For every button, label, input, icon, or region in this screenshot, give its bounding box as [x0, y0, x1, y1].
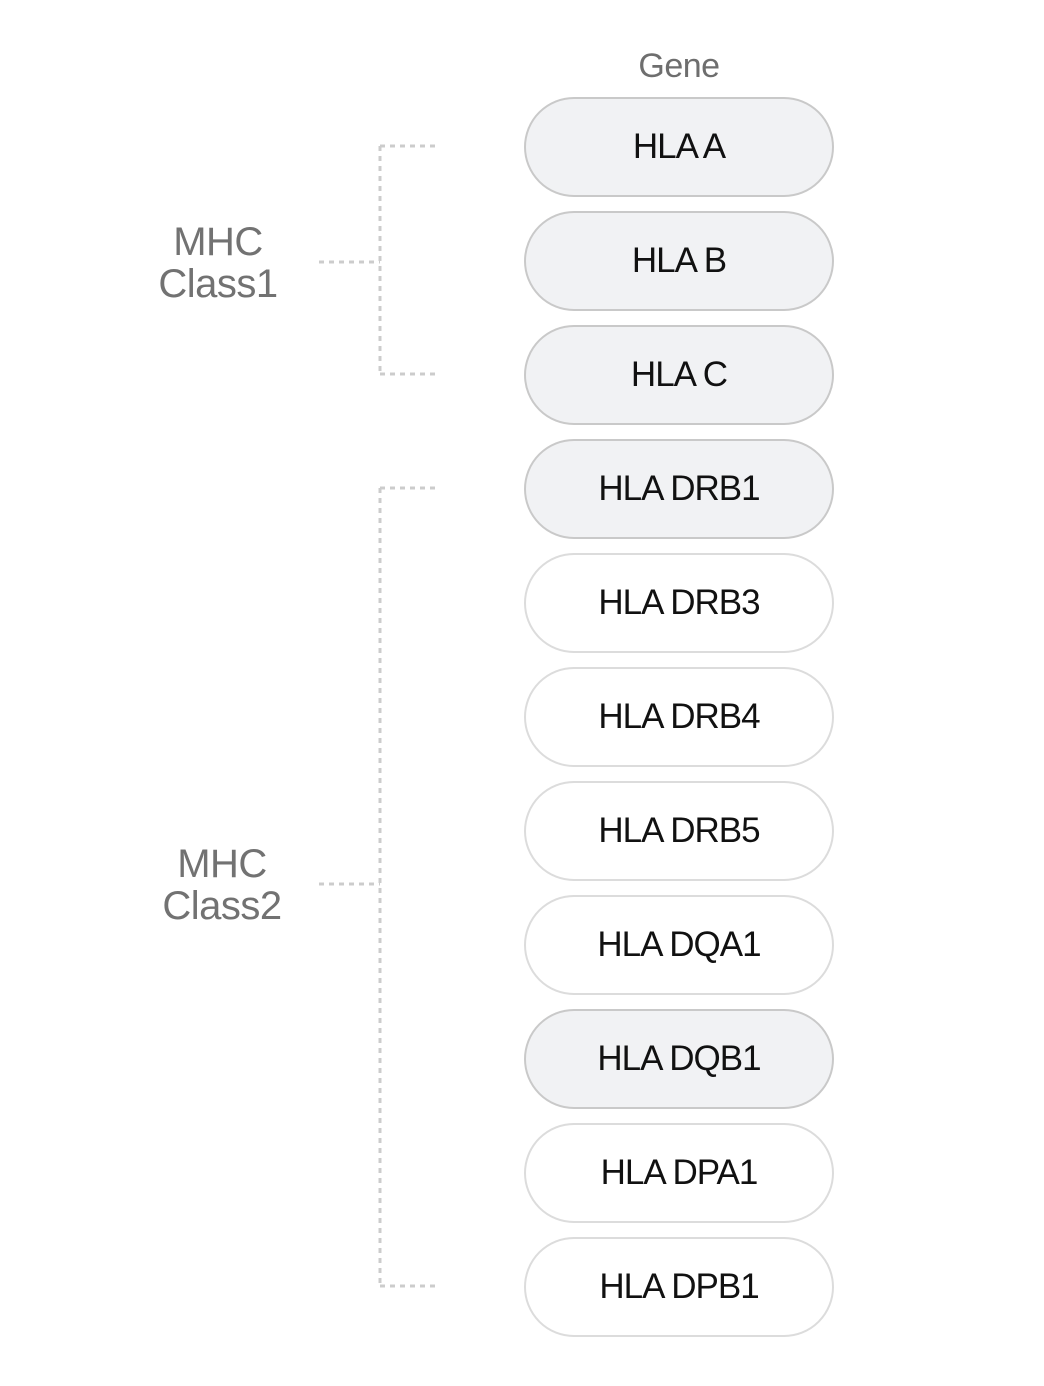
gene-pill-label: HLA DRB1: [598, 469, 760, 508]
group-label-line: MHC: [173, 220, 263, 264]
gene-pill: HLA DRB5: [524, 781, 834, 881]
gene-pill: HLA C: [524, 325, 834, 425]
gene-pill-label: HLA A: [632, 127, 726, 166]
gene-pill-label: HLA DQA1: [597, 925, 761, 964]
gene-pill: HLA DPB1: [524, 1237, 834, 1337]
gene-pill: HLA DPA1: [524, 1123, 834, 1223]
gene-pill: HLA DRB3: [524, 553, 834, 653]
gene-pill: HLA B: [524, 211, 834, 311]
gene-pill-label: HLA DRB4: [598, 697, 760, 736]
gene-pill-label: HLA DQB1: [597, 1039, 761, 1078]
group-label-line: MHC: [177, 842, 267, 886]
gene-pill-label: HLA DRB5: [598, 811, 760, 850]
gene-pill: HLA DRB1: [524, 439, 834, 539]
gene-pill: HLA DRB4: [524, 667, 834, 767]
gene-pill-label: HLA DRB3: [598, 583, 760, 622]
gene-pill: HLA DQA1: [524, 895, 834, 995]
gene-pill-label: HLA C: [630, 355, 728, 394]
gene-pill-label: HLA B: [631, 241, 727, 280]
gene-pill: HLA DQB1: [524, 1009, 834, 1109]
gene-pill-label: HLA DPA1: [600, 1153, 759, 1192]
gene-pill: HLA A: [524, 97, 834, 197]
gene-column-header: Gene: [638, 47, 720, 85]
gene-pill-label: HLA DPB1: [599, 1267, 759, 1306]
group-label-line: Class2: [162, 884, 282, 928]
group-label-line: Class1: [158, 262, 278, 306]
group-label-mhc-class1: MHC Class1: [140, 221, 296, 305]
group-label-mhc-class2: MHC Class2: [144, 843, 300, 927]
